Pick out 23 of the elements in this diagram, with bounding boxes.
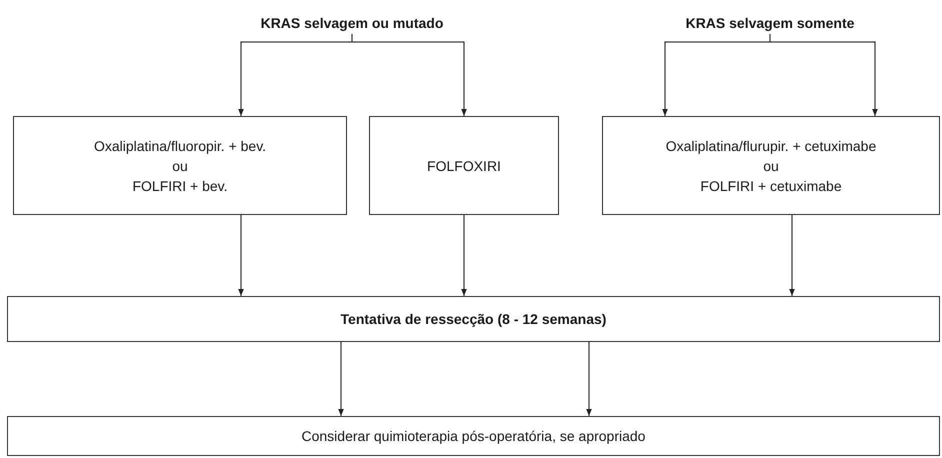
arrow (461, 214, 467, 296)
box-text: Oxaliplatina/flurupir. + cetuximabe (666, 136, 876, 156)
arrow (238, 214, 244, 296)
box-text: FOLFIRI + cetuximabe (700, 176, 842, 196)
process-box (7, 296, 940, 342)
box-text: FOLFIRI + bev. (132, 176, 228, 196)
process-box (369, 116, 559, 215)
process-box (13, 116, 347, 215)
arrow (770, 34, 878, 116)
box-text: ou (172, 156, 188, 176)
arrow (586, 342, 592, 416)
heading-text: KRAS selvagem ou mutado (260, 14, 444, 33)
box-text: Considerar quimioterapia pós-operatória, se apropriado (302, 427, 646, 446)
heading-text: KRAS selvagem somente (686, 14, 854, 33)
arrow (352, 34, 467, 116)
box-text: Tentativa de ressecção (8 - 12 semanas) (340, 310, 606, 329)
arrow (789, 214, 795, 296)
process-box (602, 116, 940, 215)
process-box (7, 416, 940, 456)
box-text: ou (763, 156, 779, 176)
box-text: Oxaliplatina/fluoropir. + bev. (94, 136, 266, 156)
arrow (338, 342, 344, 416)
box-text: FOLFOXIRI (427, 156, 501, 176)
